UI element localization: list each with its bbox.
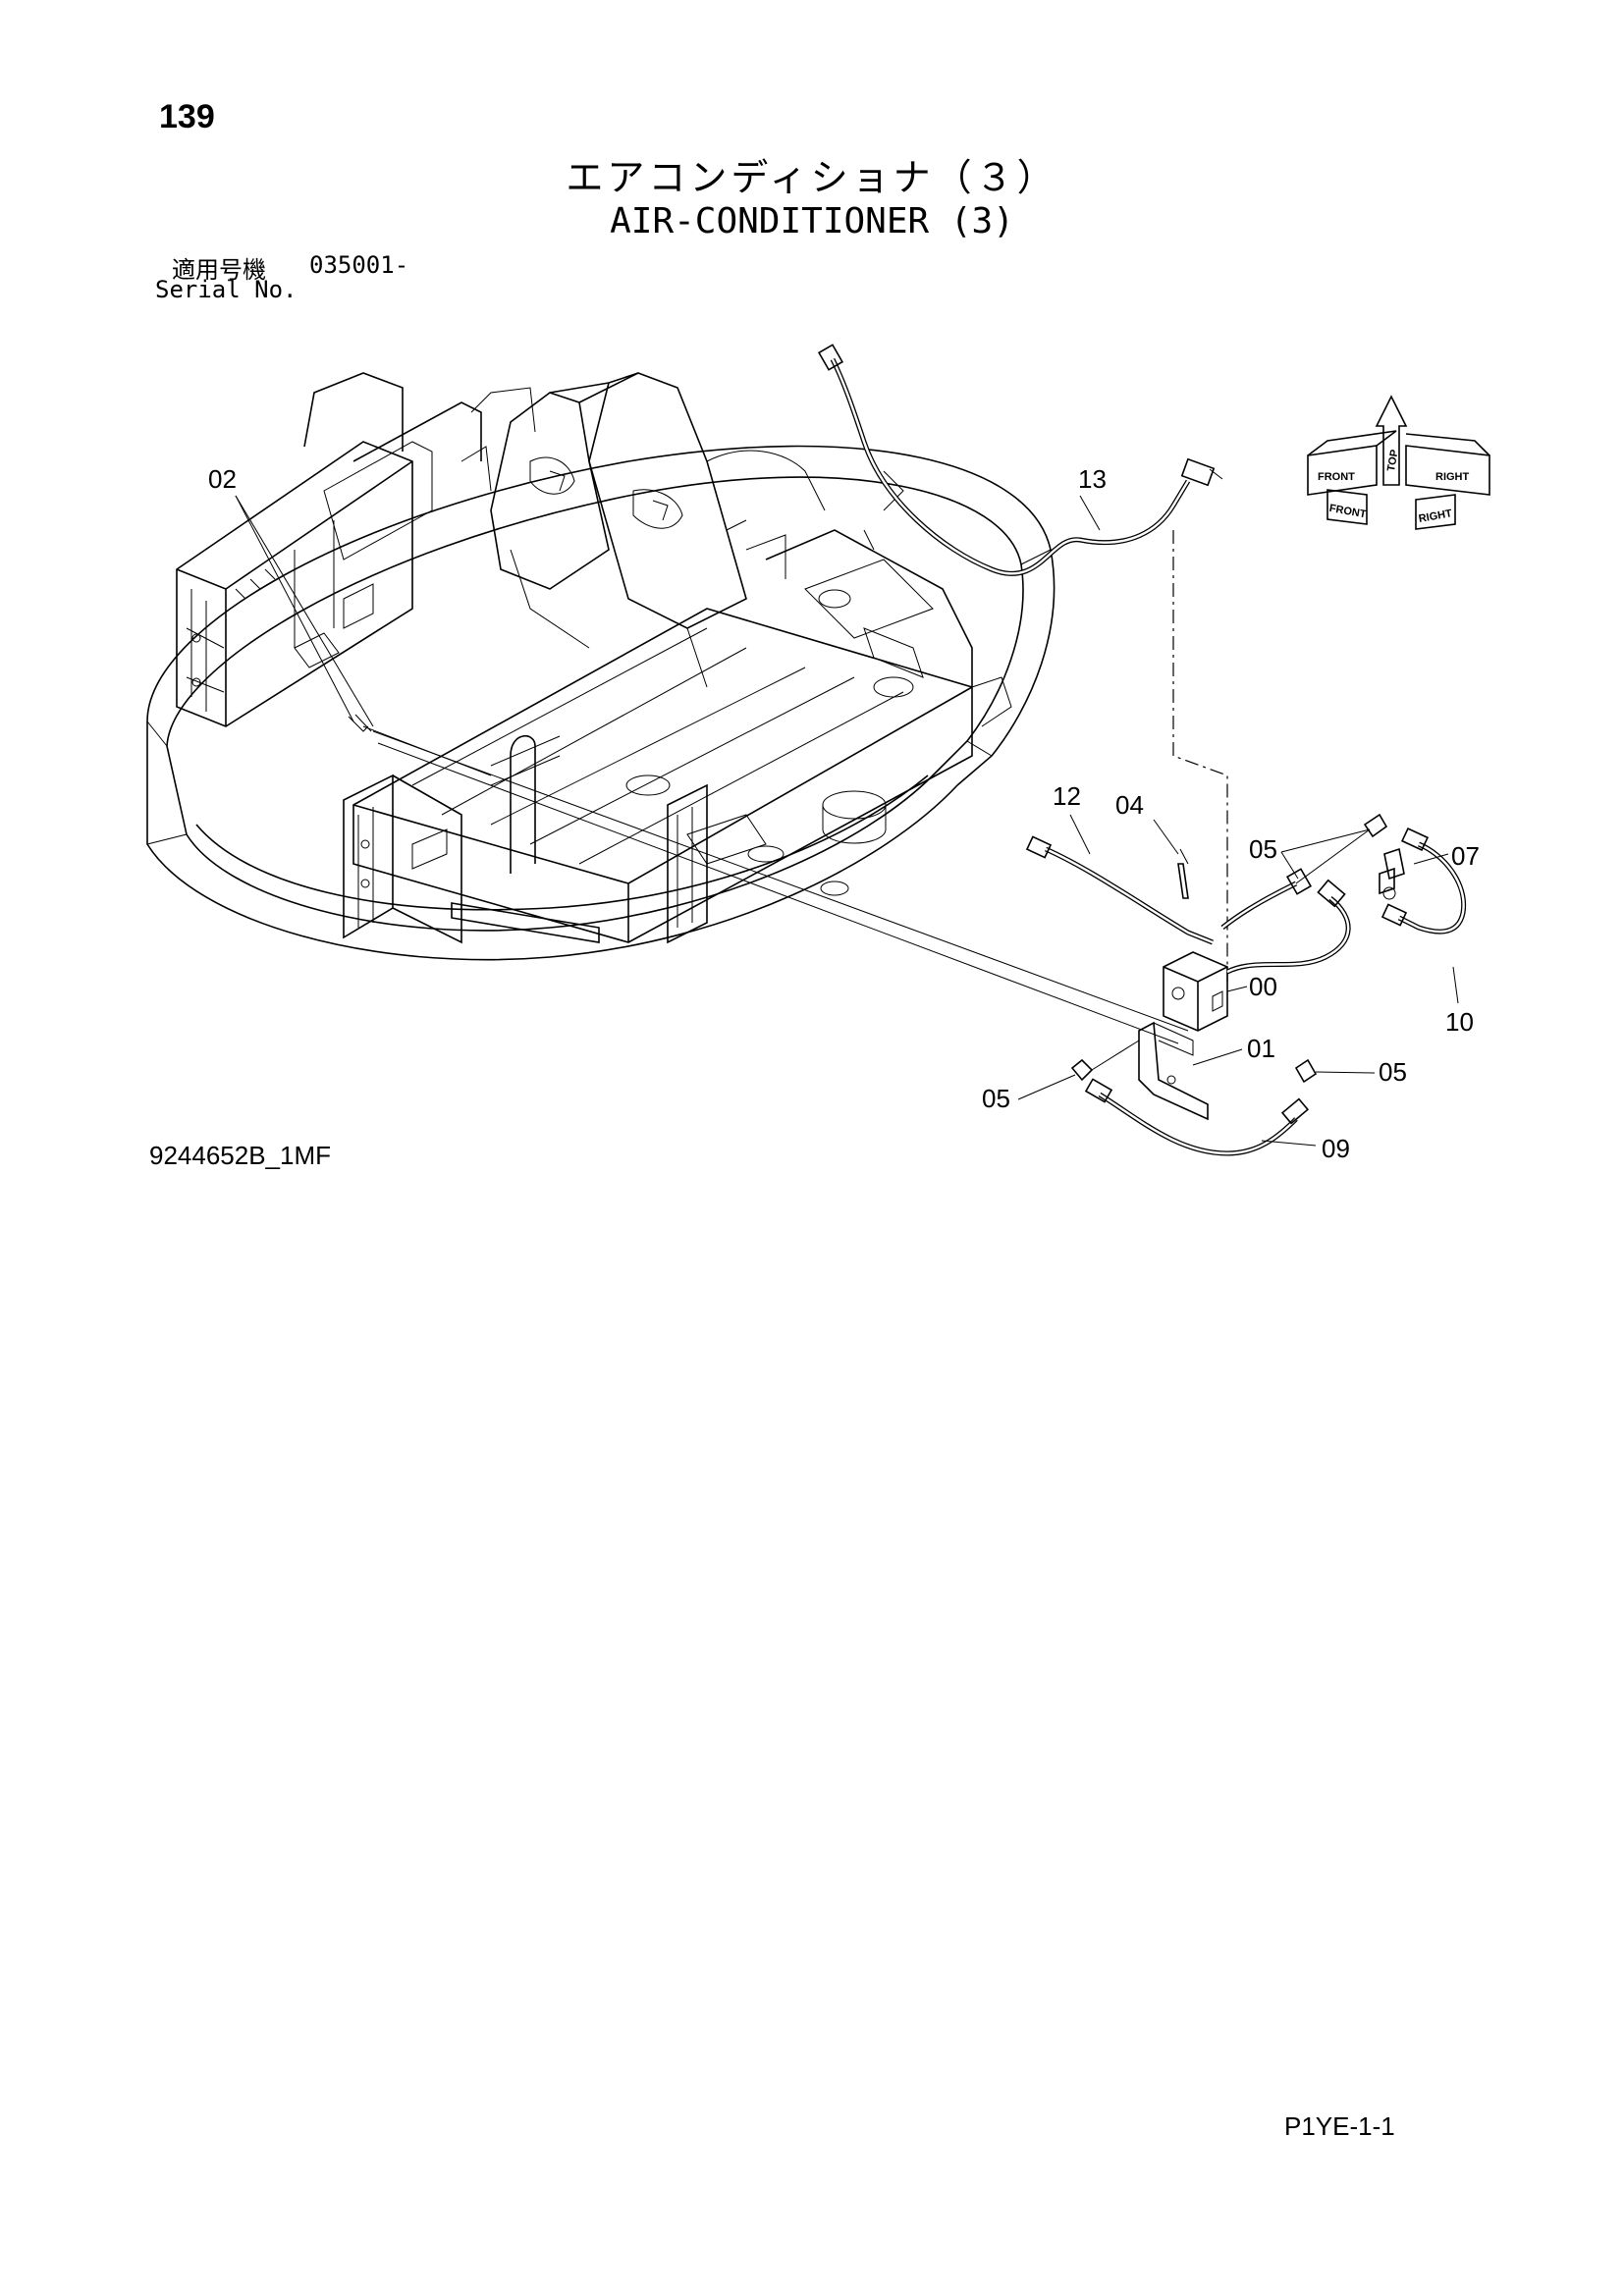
pipe-run	[372, 730, 1189, 1044]
callout-10: 10	[1445, 1007, 1474, 1037]
revolving-frame-drawing	[146, 372, 1056, 961]
callout-00: 00	[1249, 972, 1277, 1001]
serial-label-japanese: 適用号機	[172, 256, 266, 284]
callout-05-right: 05	[1379, 1057, 1407, 1087]
hose-13	[817, 344, 1223, 576]
fitting-05-right	[1294, 1058, 1318, 1084]
callout-04: 04	[1115, 790, 1144, 820]
page-title-english: AIR-CONDITIONER (3)	[610, 201, 1014, 241]
centerline	[1172, 530, 1228, 982]
callout-05-top: 05	[1249, 834, 1277, 864]
orientation-indicator: TOP FRONT RIGHT FRONT RIGHT	[1307, 395, 1490, 530]
hose-10	[1225, 827, 1467, 975]
clip-04	[1177, 848, 1189, 899]
fitting-07	[1379, 847, 1405, 900]
callout-12: 12	[1053, 781, 1081, 811]
orientation-label-front: FRONT	[1318, 471, 1355, 483]
orientation-label-right: RIGHT	[1435, 471, 1470, 483]
fitting-05-left	[1070, 1040, 1140, 1082]
hose-12	[1025, 835, 1214, 945]
serial-label-english: Serial No.	[155, 276, 298, 303]
hose-09	[1084, 1078, 1310, 1156]
callout-05-left: 05	[982, 1084, 1010, 1113]
orientation-label-right-lower: RIGHT	[1418, 507, 1453, 525]
callout-07: 07	[1451, 841, 1480, 871]
orientation-label-front-lower: FRONT	[1328, 503, 1368, 520]
callout-01: 01	[1247, 1034, 1275, 1063]
callout-13: 13	[1078, 464, 1107, 494]
callout-leaders	[1017, 495, 1459, 1147]
page-code: P1YE-1-1	[1284, 2111, 1395, 2141]
bracket-01	[1138, 1021, 1209, 1121]
page-number: 139	[159, 98, 215, 135]
callout-09: 09	[1322, 1134, 1350, 1163]
drawing-number: 9244652B_1MF	[149, 1141, 332, 1170]
fitting-05-top	[1220, 813, 1388, 930]
serial-number-value: 035001-	[309, 251, 409, 279]
page-title-japanese: エアコンディショナ（３）	[566, 156, 1058, 199]
valve-block	[1163, 951, 1228, 1032]
callout-02: 02	[208, 464, 237, 494]
orientation-label-top: TOP	[1385, 449, 1401, 472]
